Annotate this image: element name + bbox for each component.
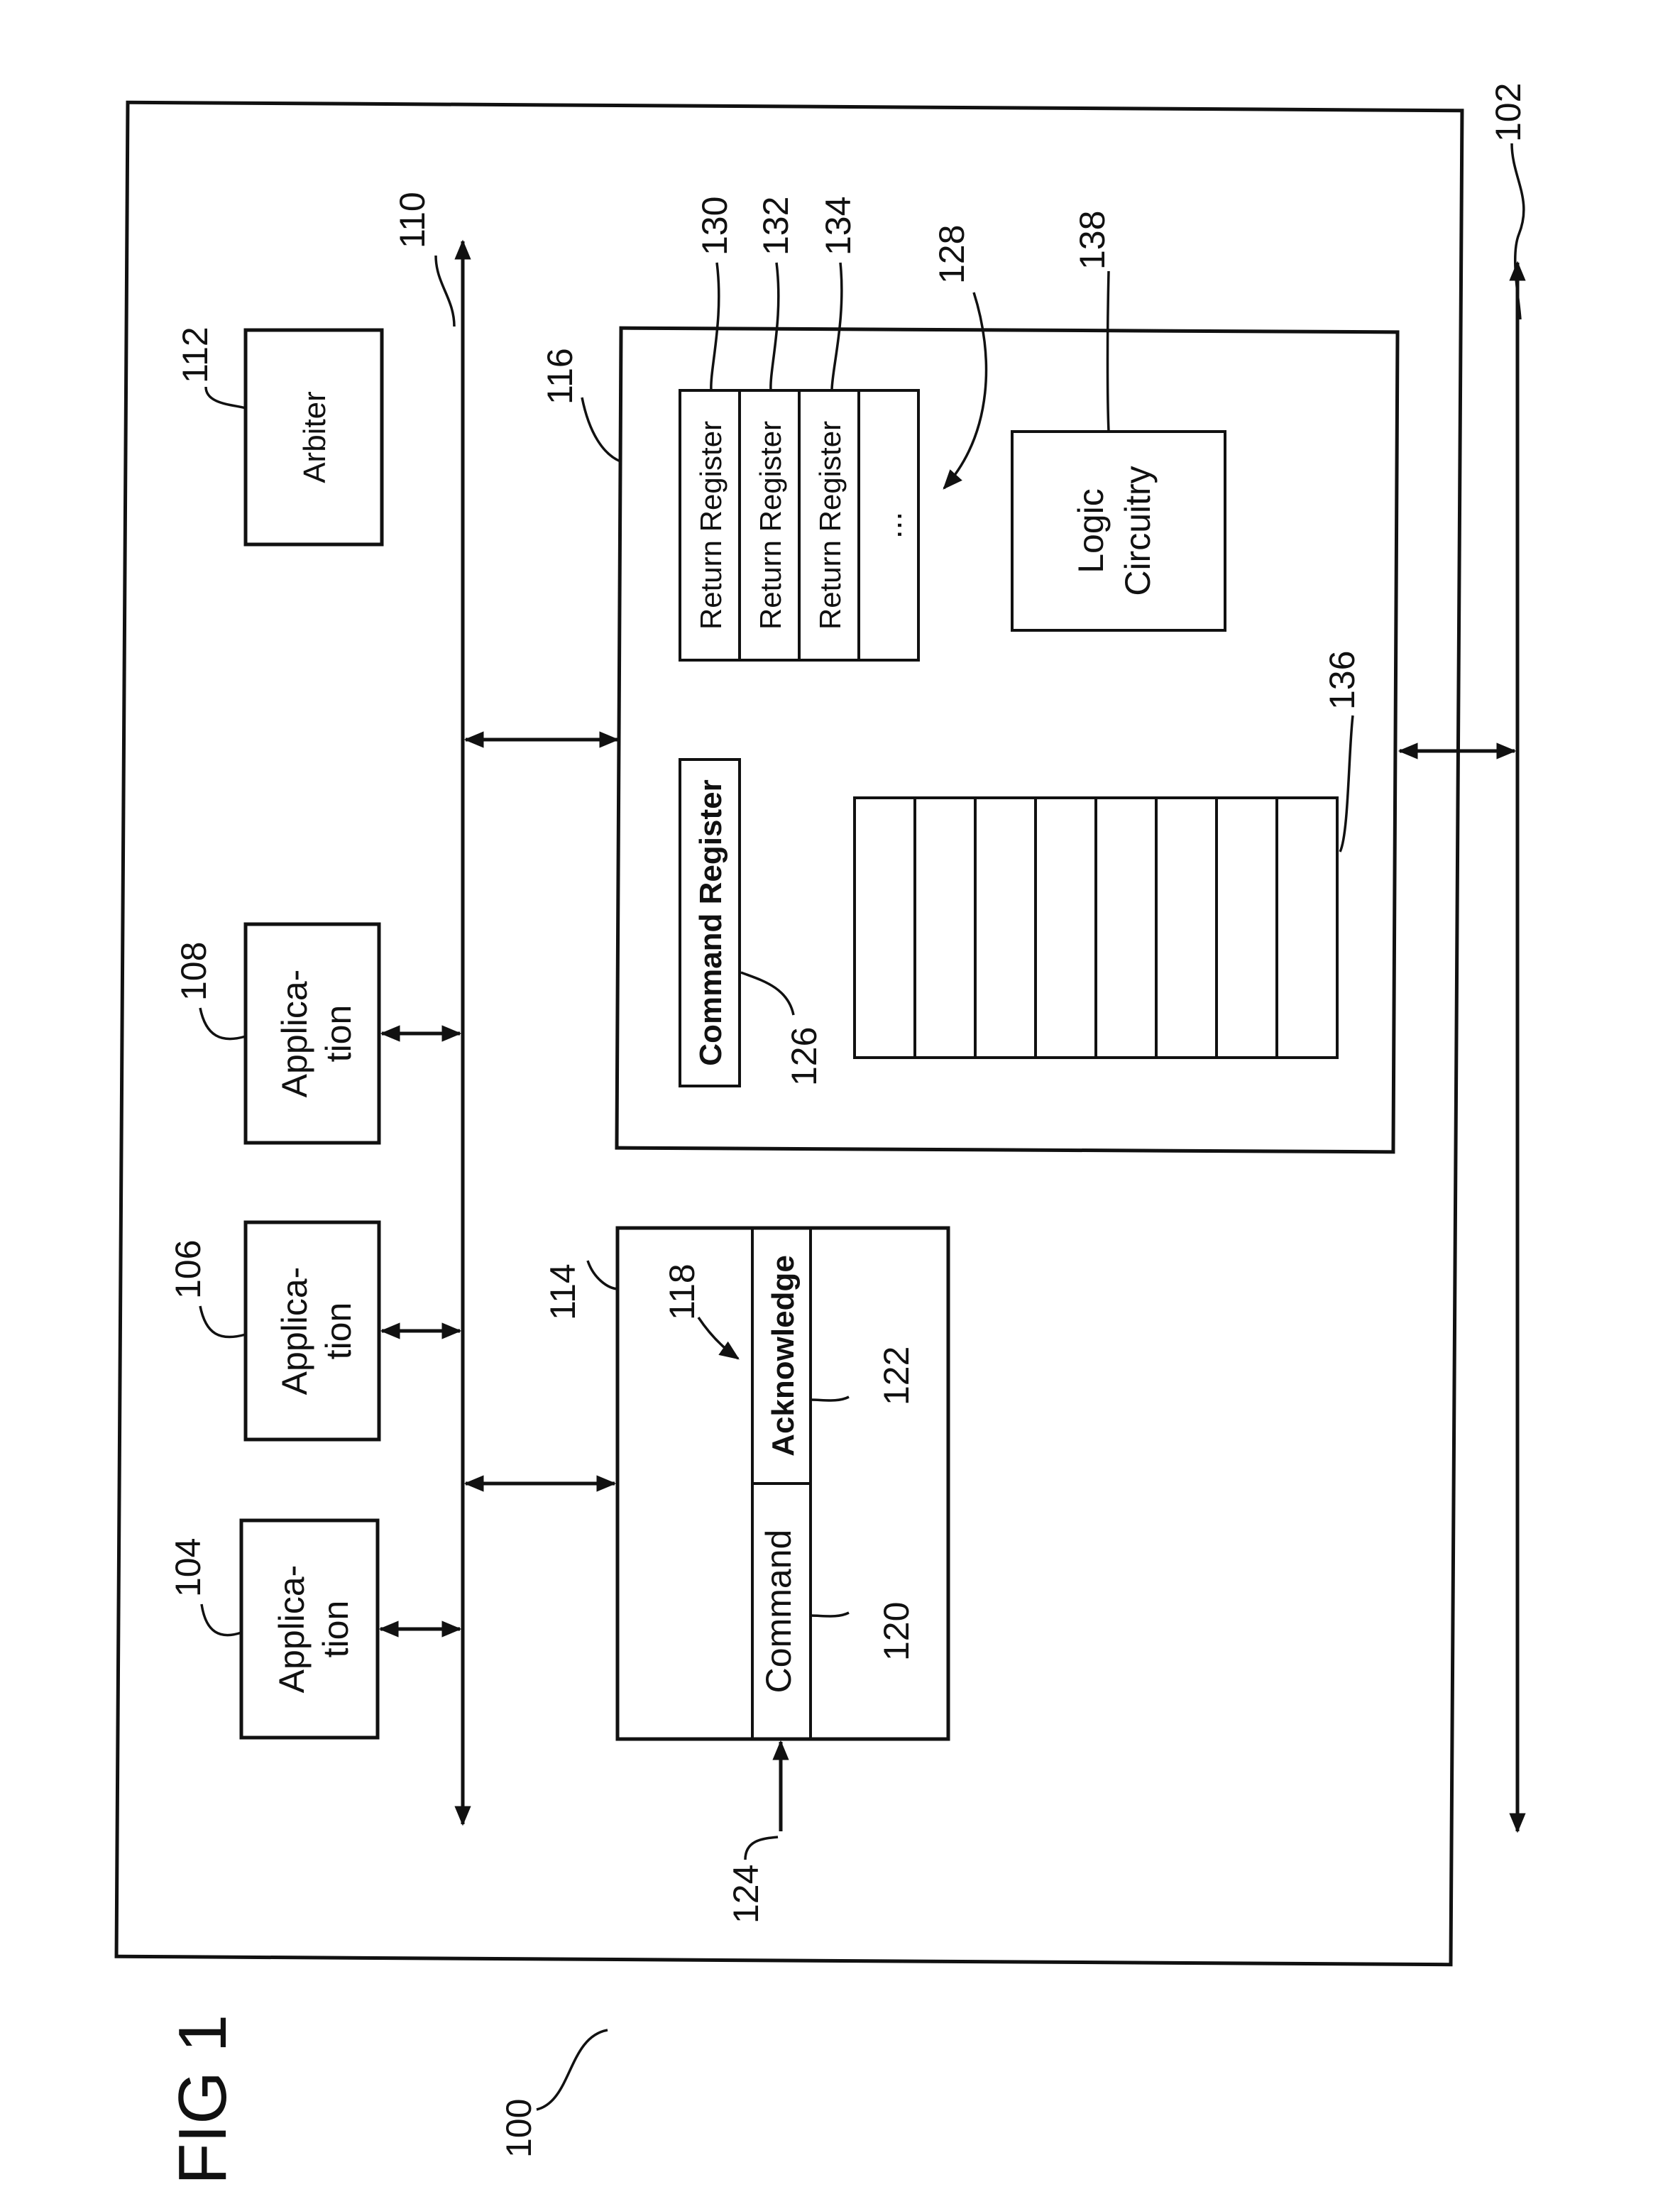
- application-108-line1: Applica-: [275, 970, 314, 1098]
- logic-line2: Circuitry: [1118, 466, 1158, 596]
- leader-104: [202, 1604, 241, 1635]
- ref-122: 122: [877, 1347, 916, 1405]
- ref-116: 116: [540, 348, 580, 405]
- leader-120: [809, 1613, 849, 1616]
- return-register-ellipsis: ...: [872, 512, 908, 539]
- leader-108: [200, 1008, 246, 1039]
- leader-112: [206, 387, 246, 408]
- ref-114: 114: [543, 1263, 583, 1320]
- ref-108: 108: [174, 942, 214, 1001]
- application-106-line2: tion: [319, 1303, 358, 1360]
- ref-118: 118: [662, 1263, 702, 1320]
- leader-116: [582, 397, 620, 461]
- leader-130: [711, 263, 719, 390]
- ref-102: 102: [1488, 83, 1528, 142]
- acknowledge-field-label: Acknowledge: [766, 1255, 801, 1457]
- command-field-label: Command: [759, 1530, 798, 1694]
- application-104-line1: Applica-: [272, 1565, 312, 1694]
- ref-110: 110: [392, 192, 432, 248]
- ref-124: 124: [726, 1865, 766, 1924]
- application-108-line2: tion: [319, 1005, 358, 1063]
- pointer-128: [944, 292, 986, 488]
- memory-array: [855, 798, 1337, 1058]
- leader-106: [200, 1306, 246, 1337]
- leader-124: [745, 1837, 778, 1860]
- ref-100: 100: [499, 2099, 539, 2158]
- leader-132: [771, 263, 779, 390]
- leader-136: [1340, 715, 1353, 852]
- leader-122: [811, 1397, 849, 1400]
- leader-102: [1512, 143, 1524, 319]
- ref-138: 138: [1072, 211, 1112, 270]
- return-register-2-label: Return Register: [754, 421, 787, 630]
- ref-128: 128: [932, 225, 972, 284]
- leader-110: [436, 256, 454, 327]
- arbiter-label: Arbiter: [297, 391, 332, 483]
- ref-132: 132: [756, 197, 796, 256]
- ref-120: 120: [877, 1602, 916, 1661]
- application-106-line1: Applica-: [275, 1267, 314, 1395]
- return-register-1-label: Return Register: [694, 421, 728, 630]
- leader-100: [537, 2030, 608, 2110]
- leader-126: [741, 972, 794, 1015]
- logic-line1: Logic: [1071, 488, 1111, 574]
- register-block: [617, 328, 1398, 1152]
- leader-114: [588, 1261, 619, 1289]
- application-104-line2: tion: [316, 1601, 356, 1658]
- ref-130: 130: [695, 197, 735, 256]
- ref-112: 112: [175, 327, 215, 383]
- ref-126: 126: [784, 1027, 824, 1086]
- ref-136: 136: [1322, 651, 1362, 710]
- ref-134: 134: [818, 197, 858, 256]
- pointer-118: [698, 1317, 738, 1359]
- return-register-3-label: Return Register: [813, 421, 847, 630]
- command-register-label: Command Register: [693, 779, 728, 1065]
- leader-134: [832, 263, 842, 390]
- figure-title: FIG 1: [165, 2014, 241, 2185]
- leader-138: [1108, 271, 1109, 432]
- ref-104: 104: [168, 1538, 208, 1597]
- ref-106: 106: [168, 1240, 208, 1299]
